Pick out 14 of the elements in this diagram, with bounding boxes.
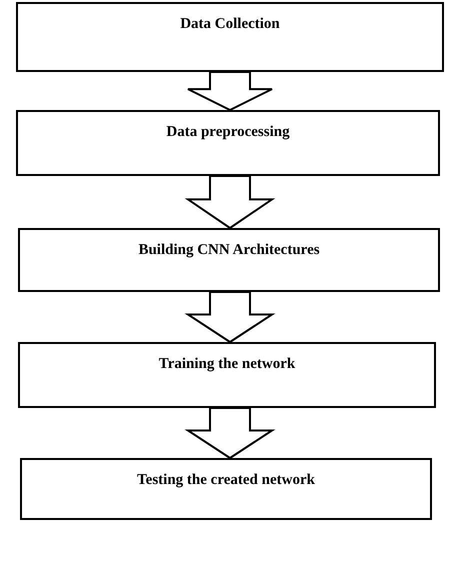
step-label: Testing the created network [137,472,315,489]
step-label: Data preprocessing [166,124,290,141]
process-box [18,228,440,292]
process-box [16,110,440,176]
block-arrow [184,291,276,344]
step-label: Training the network [158,356,296,373]
process-box [16,2,444,72]
step-label: Building CNN Architectures [138,242,320,259]
block-arrow [184,407,276,460]
process-box [20,458,432,520]
step-label: Data Collection [180,16,280,33]
process-box [18,342,436,408]
block-arrow [187,71,273,112]
block-arrow [184,175,276,230]
